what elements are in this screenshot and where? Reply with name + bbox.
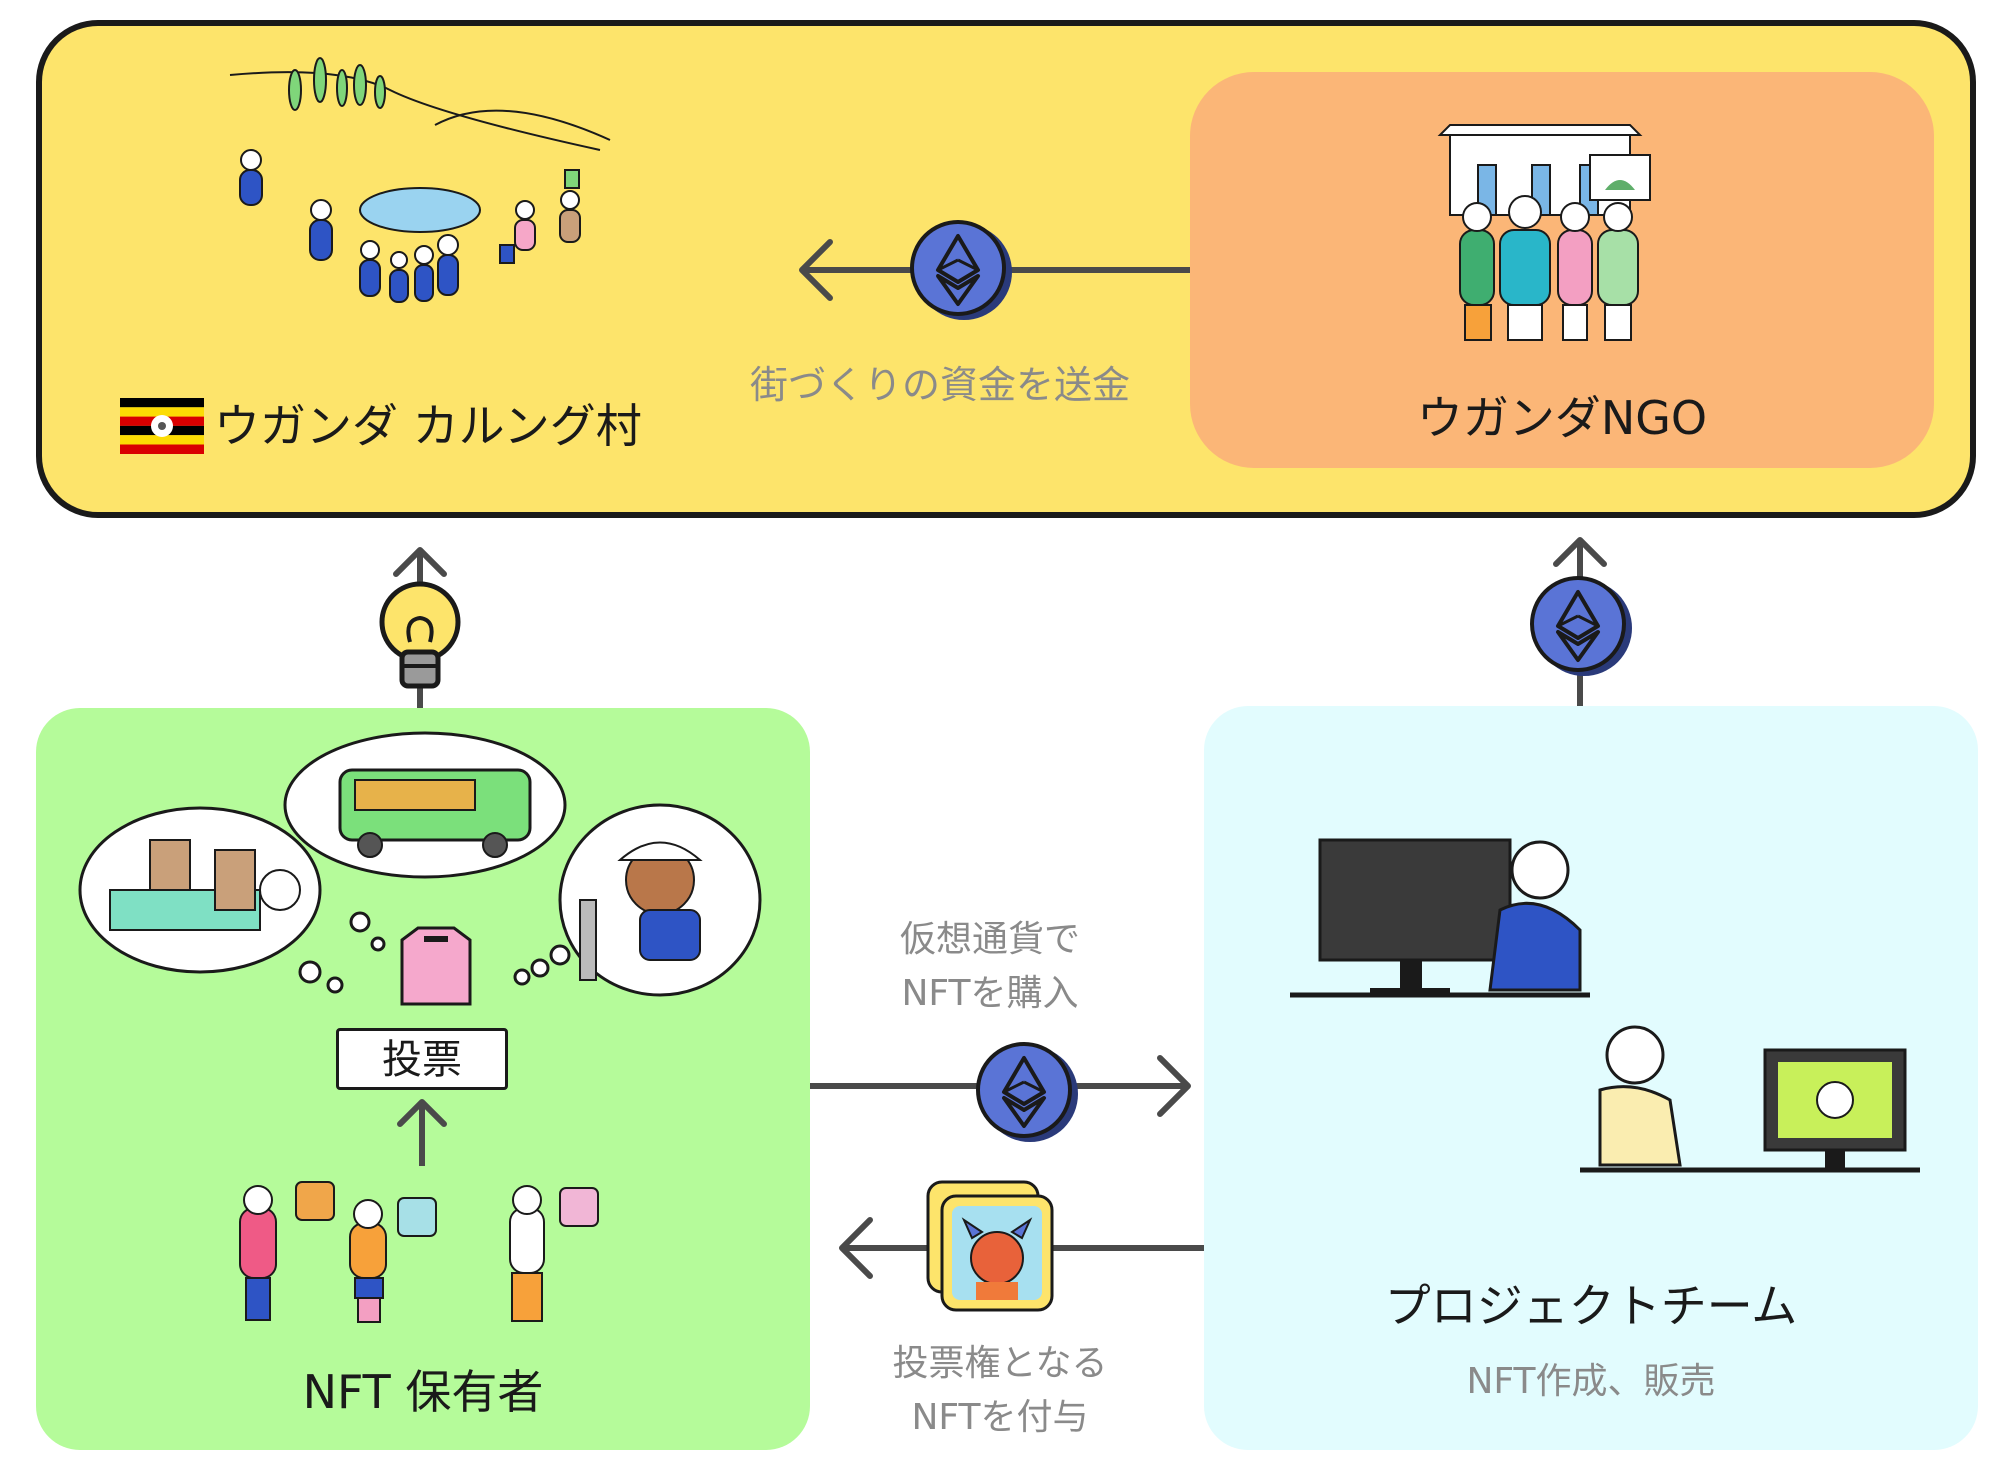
- vote-box: [336, 1028, 508, 1090]
- nft-card-icon: [926, 1180, 1054, 1312]
- ngo-illustration: [1437, 124, 1651, 341]
- holders-label: NFT 保有者: [302, 1365, 544, 1419]
- grant-arrow-label-1: 投票権となる: [892, 1343, 1108, 1384]
- vote-arrow: [397, 1099, 447, 1166]
- funding-arrow-label: 街づくりの資金を送金: [749, 363, 1130, 407]
- team-label: プロジェクトチーム: [1384, 1279, 1798, 1333]
- purchase-arrow-label-1: 仮想通貨で: [899, 919, 1080, 960]
- holders-people-illustration: [239, 1181, 599, 1323]
- village-illustration: [229, 57, 611, 303]
- ballot-box-icon: [400, 926, 472, 1006]
- holders-thoughts-illustration: [78, 731, 762, 997]
- ethereum-coin-icon: [976, 1042, 1078, 1142]
- grant-arrow-label-2: NFTを付与: [911, 1397, 1089, 1438]
- monitor-icon: [1580, 1048, 1920, 1173]
- village-label: ウガンダ カルング村: [214, 399, 642, 453]
- ethereum-coin-icon: [910, 220, 1012, 320]
- vote-label: 投票: [382, 1037, 462, 1083]
- monitor-icon: [1290, 838, 1590, 998]
- ethereum-coin-icon: [1530, 576, 1632, 676]
- team-illustration: [1290, 838, 1920, 1173]
- ngo-label: ウガンダNGO: [1416, 391, 1708, 445]
- uganda-flag-icon: [120, 398, 204, 454]
- lightbulb-icon: [379, 581, 461, 689]
- team-sublabel: NFT作成、販売: [1466, 1361, 1716, 1402]
- purchase-arrow-label-2: NFTを購入: [901, 973, 1079, 1014]
